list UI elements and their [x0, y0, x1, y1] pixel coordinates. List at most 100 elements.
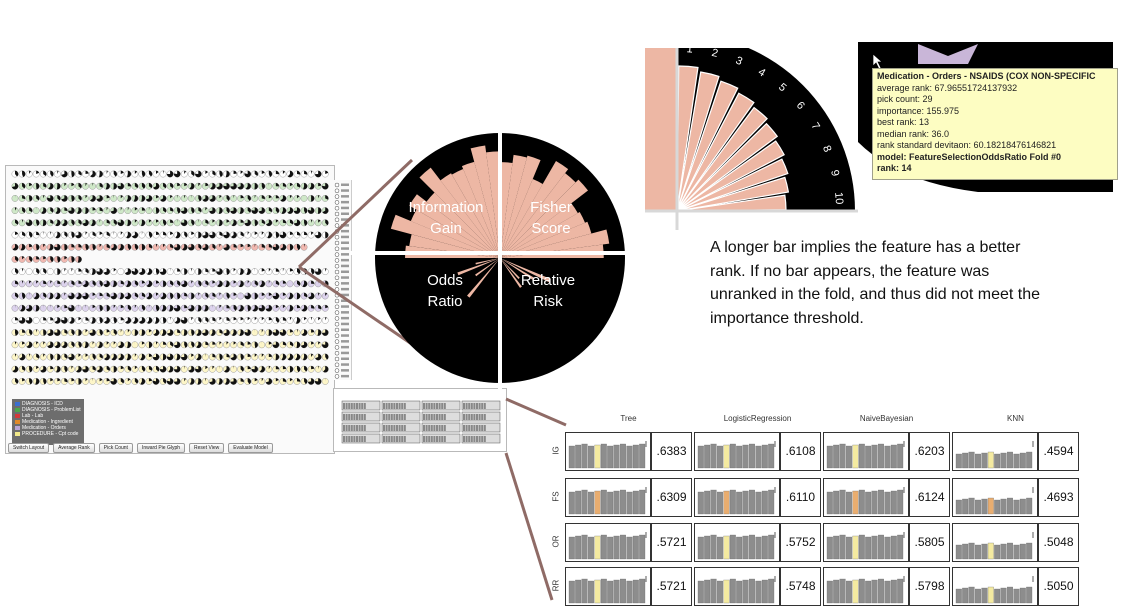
feature-glyph[interactable]	[68, 292, 75, 300]
feature-glyph[interactable]	[251, 243, 259, 251]
feature-glyph[interactable]	[110, 219, 118, 227]
feature-glyph[interactable]	[223, 182, 230, 190]
feature-glyph[interactable]	[293, 219, 301, 227]
feature-glyph[interactable]	[187, 292, 195, 300]
feature-glyph[interactable]	[293, 280, 301, 288]
feature-list-item[interactable]	[334, 194, 349, 199]
feature-glyph[interactable]	[110, 304, 118, 312]
score-cell[interactable]: .6383	[565, 432, 692, 471]
feature-glyph[interactable]	[321, 353, 329, 361]
feature-glyph[interactable]	[89, 292, 96, 300]
feature-glyph[interactable]	[201, 268, 209, 276]
feature-glyph[interactable]	[32, 280, 40, 288]
feature-glyph[interactable]	[201, 316, 209, 324]
feature-glyph[interactable]	[60, 268, 68, 276]
feature-glyph[interactable]	[265, 377, 273, 385]
feature-glyph[interactable]	[18, 353, 26, 361]
feature-glyph[interactable]	[124, 365, 132, 373]
feature-glyph[interactable]	[159, 353, 167, 361]
feature-glyph[interactable]	[223, 304, 230, 312]
toolbar-button[interactable]: Reset View	[189, 443, 225, 453]
feature-glyph[interactable]	[25, 195, 33, 202]
feature-glyph[interactable]	[223, 329, 230, 337]
feature-glyph[interactable]	[53, 341, 61, 349]
feature-glyph[interactable]	[307, 207, 315, 214]
feature-glyph[interactable]	[53, 377, 61, 385]
feature-glyph[interactable]	[216, 170, 223, 178]
feature-glyph[interactable]	[124, 377, 132, 385]
feature-list-item[interactable]	[334, 339, 349, 344]
feature-glyph[interactable]	[265, 280, 273, 288]
feature-glyph[interactable]	[194, 353, 202, 361]
feature-glyph[interactable]	[131, 280, 139, 288]
feature-glyph[interactable]	[307, 341, 315, 349]
feature-glyph[interactable]	[117, 219, 125, 227]
feature-glyph[interactable]	[230, 195, 237, 202]
feature-glyph[interactable]	[18, 365, 26, 373]
feature-glyph[interactable]	[159, 377, 167, 385]
feature-glyph[interactable]	[82, 207, 89, 214]
feature-glyph[interactable]	[230, 304, 237, 312]
feature-glyph[interactable]	[75, 280, 82, 288]
feature-glyph[interactable]	[237, 195, 245, 202]
feature-glyph[interactable]	[180, 243, 188, 251]
feature-glyph[interactable]	[194, 365, 202, 373]
feature-list-item[interactable]	[334, 246, 349, 252]
feature-glyph[interactable]	[96, 207, 104, 214]
feature-list-item[interactable]	[334, 252, 349, 257]
feature-glyph[interactable]	[237, 219, 245, 227]
feature-glyph[interactable]	[265, 329, 273, 337]
feature-glyph[interactable]	[230, 353, 237, 361]
feature-glyph[interactable]	[89, 365, 96, 373]
feature-glyph[interactable]	[187, 377, 195, 385]
glyph-matrix[interactable]	[6, 166, 334, 398]
feature-glyph[interactable]	[53, 256, 61, 263]
feature-glyph[interactable]	[187, 341, 195, 349]
feature-glyph[interactable]	[103, 353, 111, 361]
feature-glyph[interactable]	[25, 329, 33, 337]
feature-glyph[interactable]	[194, 304, 202, 312]
feature-glyph[interactable]	[159, 219, 167, 227]
feature-glyph[interactable]	[300, 365, 308, 373]
feature-glyph[interactable]	[300, 219, 308, 227]
feature-glyph[interactable]	[187, 195, 195, 202]
feature-glyph[interactable]	[173, 195, 181, 202]
feature-glyph[interactable]	[314, 182, 322, 190]
feature-glyph[interactable]	[244, 341, 252, 349]
feature-list-item[interactable]	[334, 321, 349, 327]
feature-glyph[interactable]	[25, 182, 33, 190]
feature-glyph[interactable]	[258, 377, 266, 385]
feature-glyph[interactable]	[166, 207, 174, 214]
feature-glyph[interactable]	[152, 207, 160, 214]
feature-glyph[interactable]	[152, 219, 160, 227]
feature-glyph[interactable]	[89, 316, 96, 324]
feature-glyph[interactable]	[159, 280, 167, 288]
feature-glyph[interactable]	[18, 195, 26, 202]
feature-glyph[interactable]	[251, 170, 259, 178]
feature-glyph[interactable]	[75, 329, 82, 337]
feature-list-item[interactable]	[334, 275, 349, 281]
feature-glyph[interactable]	[11, 219, 19, 227]
feature-glyph[interactable]	[230, 182, 237, 190]
feature-glyph[interactable]	[110, 182, 118, 190]
feature-list-item[interactable]	[334, 217, 349, 223]
feature-glyph[interactable]	[46, 292, 54, 300]
feature-glyph[interactable]	[314, 341, 322, 349]
feature-glyph[interactable]	[53, 316, 61, 324]
feature-glyph[interactable]	[180, 219, 188, 227]
feature-glyph[interactable]	[237, 365, 245, 373]
feature-glyph[interactable]	[138, 341, 146, 349]
feature-glyph[interactable]	[272, 304, 280, 312]
feature-glyph[interactable]	[68, 195, 75, 202]
feature-glyph[interactable]	[18, 341, 26, 349]
feature-glyph[interactable]	[60, 341, 68, 349]
feature-glyph[interactable]	[194, 316, 202, 324]
feature-glyph[interactable]	[138, 195, 146, 202]
feature-glyph[interactable]	[159, 292, 167, 300]
feature-glyph[interactable]	[11, 231, 19, 239]
feature-glyph[interactable]	[307, 304, 315, 312]
feature-list-item[interactable]	[334, 316, 349, 321]
feature-glyph[interactable]	[265, 292, 273, 300]
feature-glyph[interactable]	[68, 341, 75, 349]
feature-glyph[interactable]	[230, 341, 237, 349]
